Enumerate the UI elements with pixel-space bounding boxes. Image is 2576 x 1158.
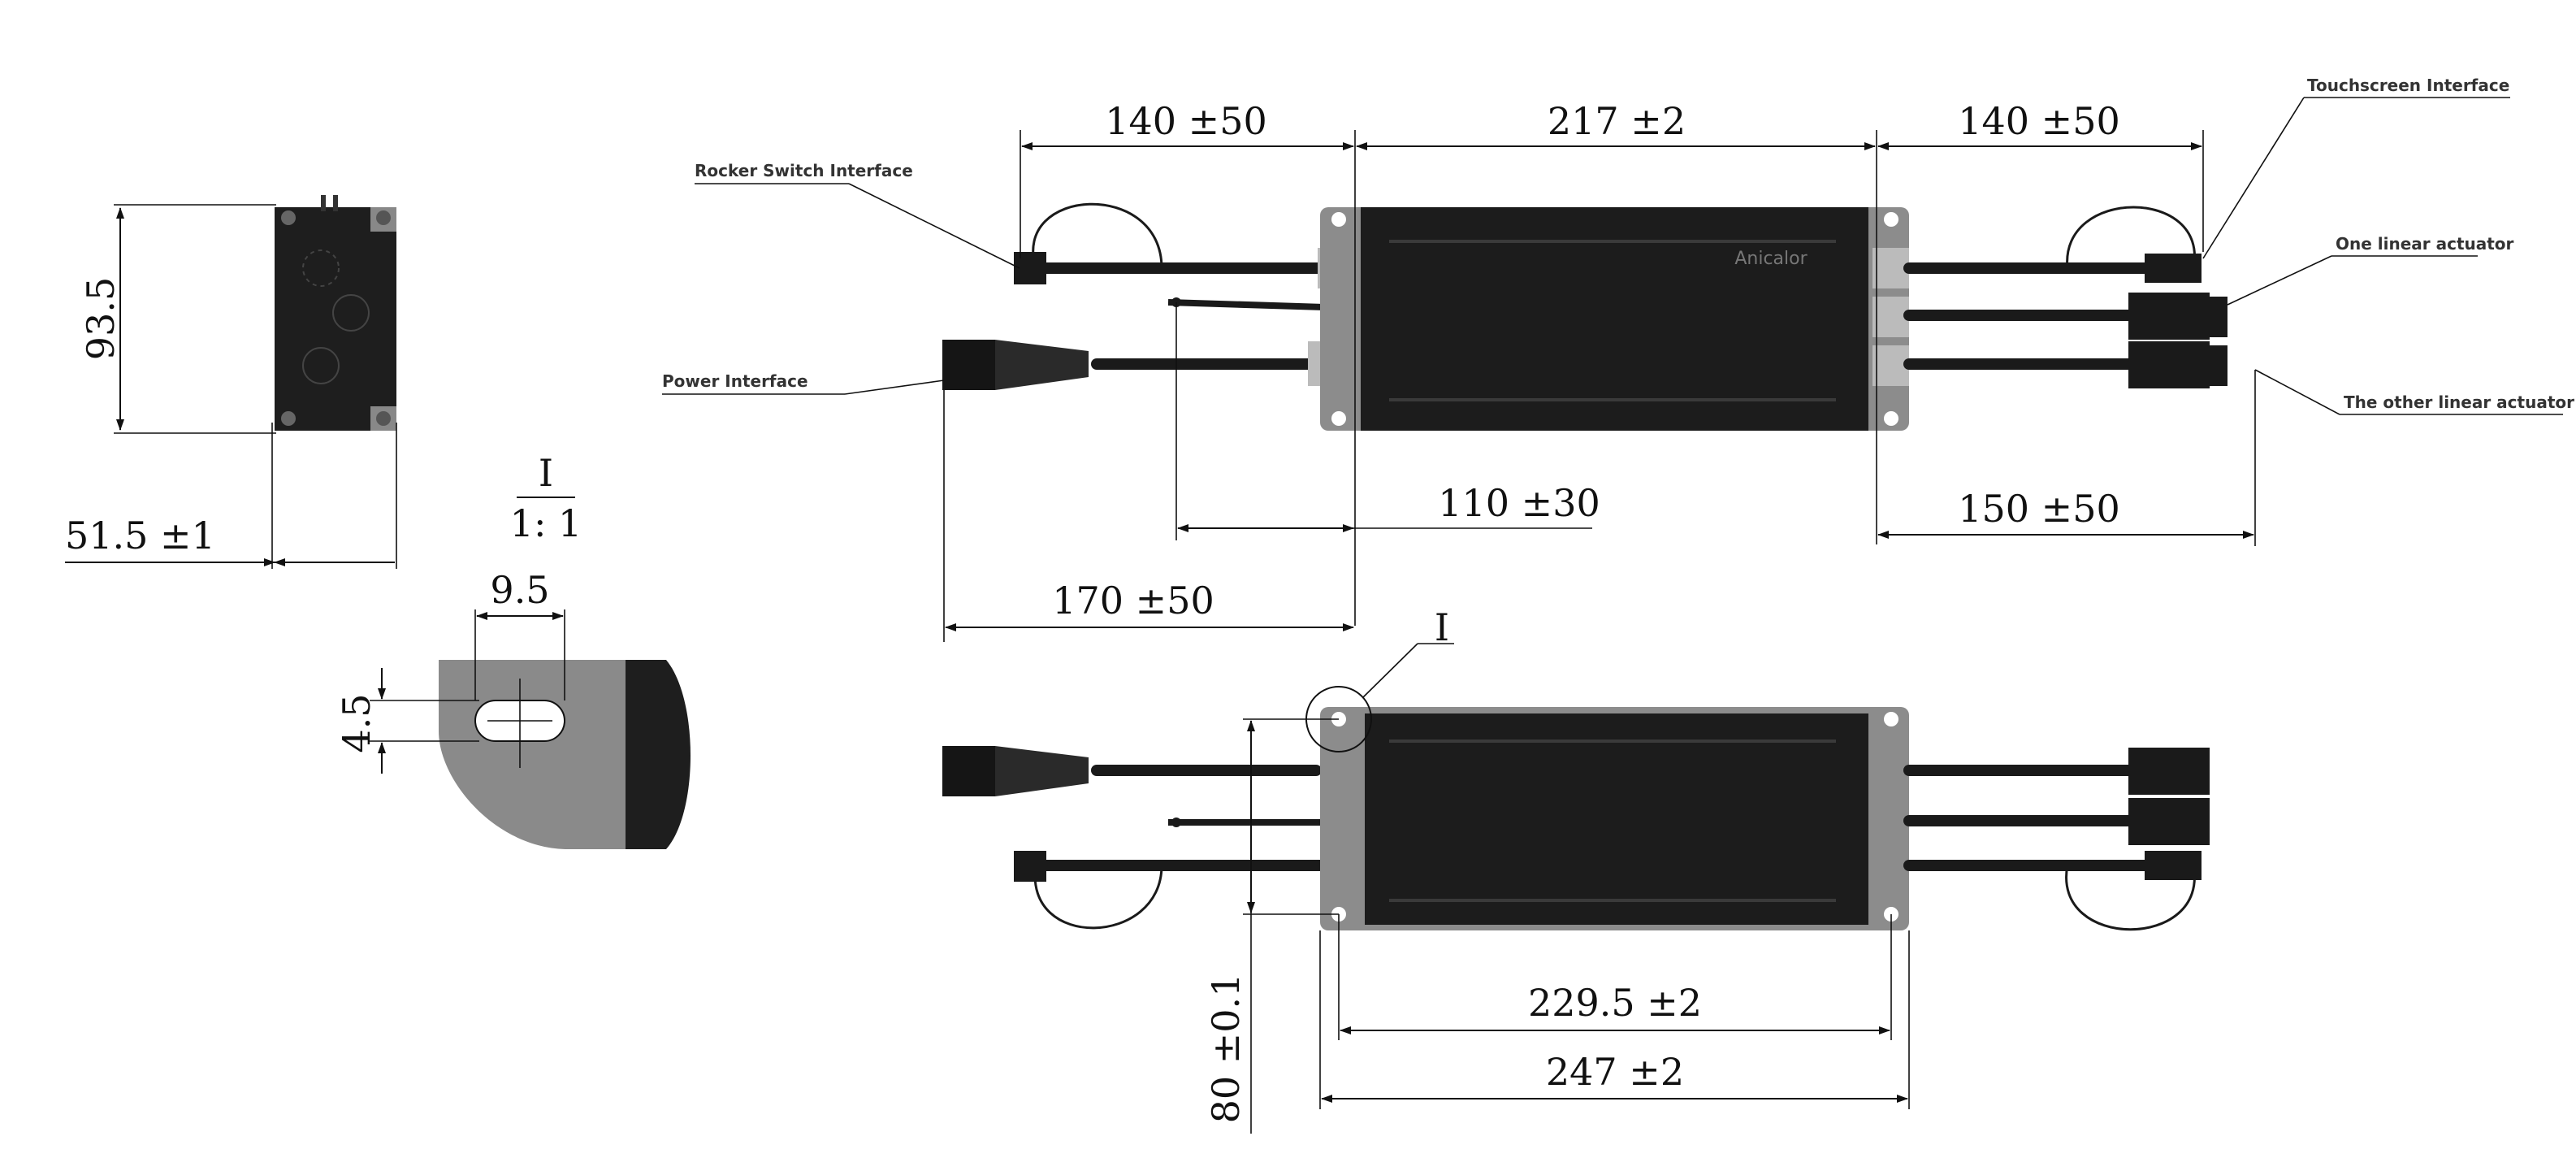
cable-loop-left (1032, 202, 1163, 269)
controller-body (1361, 207, 1868, 431)
detail-marker: I (539, 451, 553, 495)
body-length-label: 217 ±2 (1548, 99, 1686, 143)
side-view: 93.5 51.5 ±1 (65, 195, 397, 569)
cable-actuator-label: 150 ±50 (1958, 487, 2120, 531)
slot-height-label: 4.5 (335, 693, 379, 752)
cable-right-top-label: 140 ±50 (1958, 99, 2120, 143)
power-interface-label: Power Interface (662, 371, 808, 391)
bottom-body (1365, 713, 1868, 925)
brand-text: Anicalor (1734, 249, 1808, 269)
other-actuator-label: The other linear actuator (2344, 393, 2574, 412)
bottom-view: I 80 ±0.1 229.5 ±2 247 ±2 (942, 605, 2210, 1134)
cable-loop-right (2066, 206, 2197, 269)
hole-spacing-label: 229.5 ±2 (1528, 981, 1702, 1025)
slot-width-label: 9.5 (490, 568, 549, 612)
bracket-detail (439, 660, 626, 849)
detail-ref-label: I (1435, 605, 1449, 649)
hole-vertical-label: 80 ±0.1 (1204, 974, 1248, 1124)
side-height-label: 93.5 (79, 277, 123, 360)
side-body (275, 207, 396, 431)
cable-sensor-label: 110 ±30 (1438, 481, 1600, 525)
detail-view: I 1: 1 9.5 4.5 (335, 451, 691, 849)
cable-left-top-label: 140 ±50 (1105, 99, 1267, 143)
top-view: Anicalor 140 ±50 217 ±2 140 ±50 110 ±30 (662, 76, 2574, 642)
cable-power-label: 170 ±50 (1052, 579, 1214, 622)
touchscreen-label: Touchscreen Interface (2307, 76, 2509, 95)
detail-scale: 1: 1 (510, 501, 582, 545)
overall-length-label: 247 ±2 (1546, 1050, 1684, 1094)
rocker-switch-label: Rocker Switch Interface (695, 161, 913, 180)
side-width-label: 51.5 ±1 (65, 514, 215, 557)
one-actuator-label: One linear actuator (2336, 234, 2514, 254)
